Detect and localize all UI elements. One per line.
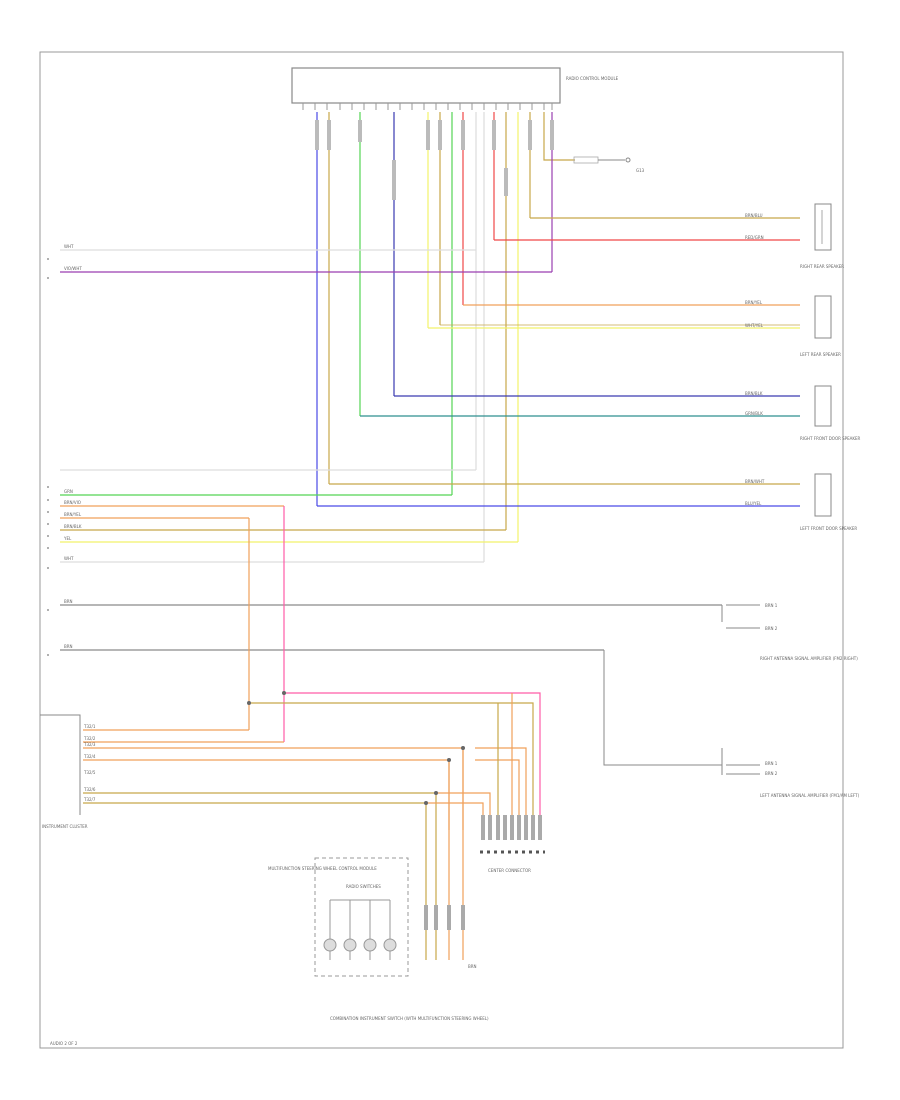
ra-wire-2: BRN 2 <box>765 626 778 631</box>
ic-pin-3: T32/3 <box>83 742 96 747</box>
left-edge-labels: WHT VIO/WHT GRN BRN/VIO BRN/YEL BRN/BLK … <box>63 244 82 649</box>
center-connector-label: CENTER CONNECTOR <box>488 868 531 873</box>
left-antenna-circuit: BRN 1 BRN 2 LEFT ANTENNA SIGNAL AMPLIFIE… <box>603 650 860 798</box>
page-ref: AUDIO 2 OF 2 <box>50 1041 78 1046</box>
ic-pin-1: T32/1 <box>83 724 96 729</box>
center-connector: CENTER CONNECTOR <box>480 815 545 873</box>
left-front-speaker-icon <box>814 473 832 517</box>
la-wire-1: BRN 1 <box>765 761 778 766</box>
ic-pin-7: T32/7 <box>83 797 96 802</box>
lr-minus-label: WHT/YEL <box>745 323 764 328</box>
rf-plus-label: BRN/BLK <box>745 391 763 396</box>
rf-minus-label: GRN/BLK <box>745 411 763 416</box>
la-wire-2: BRN 2 <box>765 771 778 776</box>
right-antenna-label: RIGHT ANTENNA SIGNAL AMPLIFIER (FM2 RIGH… <box>760 656 858 661</box>
radio-ground-label: G13 <box>636 168 645 173</box>
left-wire-9: BRN <box>64 599 73 604</box>
radio-wire-codes <box>315 120 554 200</box>
lf-minus-label: BLU/YEL <box>745 501 762 506</box>
left-wire-6: BRN/BLK <box>64 524 82 529</box>
left-rear-speaker-icon <box>814 295 832 339</box>
left-wire-2: VIO/WHT <box>64 266 82 271</box>
splice-dots <box>247 691 465 805</box>
ground-note: BRN <box>468 964 477 969</box>
instrument-cluster-label: INSTRUMENT CLUSTER <box>42 824 88 829</box>
steering-switch-label: MULTIFUNCTION STEERING WHEEL CONTROL MOD… <box>268 866 377 871</box>
left-front-speaker-label: LEFT FRONT DOOR SPEAKER <box>800 526 857 531</box>
ic-pin-6: T32/6 <box>83 787 96 792</box>
rr-plus-label: BRN/BLU <box>745 213 763 218</box>
ic-pin-2: T32/2 <box>83 736 96 741</box>
cluster-bus-wires <box>83 506 541 960</box>
radio-label: RADIO CONTROL MODULE <box>566 76 619 81</box>
left-wire-3: GRN <box>64 489 73 494</box>
lf-plus-label: BRN/WHT <box>745 479 765 484</box>
right-front-speaker-circuit: BRN/BLK GRN/BLK RIGHT FRONT DOOR SPEAKER <box>360 385 861 441</box>
radio-module: RADIO CONTROL MODULE <box>291 67 619 110</box>
left-wire-8: WHT <box>64 556 74 561</box>
left-antenna-label: LEFT ANTENNA SIGNAL AMPLIFIER (FM1/AM LE… <box>760 793 860 798</box>
left-wire-1: WHT <box>64 244 74 249</box>
steering-switch-sub: RADIO SWITCHES <box>346 884 381 889</box>
left-wire-7: YEL <box>63 536 72 541</box>
lr-plus-label: BRN/YEL <box>745 300 763 305</box>
right-rear-speaker-circuit: BRN/BLU RED/GRN RIGHT REAR SPEAKER <box>494 203 844 269</box>
ra-wire-1: BRN 1 <box>765 603 778 608</box>
right-rear-speaker-label: RIGHT REAR SPEAKER <box>800 264 844 269</box>
left-edge-pin-markers <box>47 258 49 656</box>
left-wire-5: BRN/YEL <box>64 512 82 517</box>
left-wire-4: BRN/VIO <box>64 500 81 505</box>
radio-ground: G13 <box>543 112 645 173</box>
left-front-speaker-circuit: BRN/WHT BLU/YEL LEFT FRONT DOOR SPEAKER <box>317 473 857 531</box>
left-wire-10: BRN <box>64 644 73 649</box>
instrument-cluster: T32/1 T32/2 T32/3 T32/4 T32/5 T32/6 T32/… <box>40 714 96 829</box>
ic-pin-5: T32/5 <box>83 770 96 775</box>
right-antenna-circuit: BRN 1 BRN 2 RIGHT ANTENNA SIGNAL AMPLIFI… <box>721 603 858 661</box>
left-edge-wires <box>60 249 722 651</box>
diagram-frame <box>39 51 844 1049</box>
right-front-speaker-icon <box>814 385 832 427</box>
footer-label: COMBINATION INSTRUMENT SWITCH (WITH MULT… <box>330 1016 489 1021</box>
right-rear-speaker-icon <box>814 203 832 251</box>
ic-pin-4: T32/4 <box>83 754 96 759</box>
left-rear-speaker-circuit: BRN/YEL WHT/YEL LEFT REAR SPEAKER <box>428 295 841 357</box>
steering-switch-module: RADIO SWITCHES MULTIFUNCTION STEERING WH… <box>268 857 477 977</box>
right-front-speaker-label: RIGHT FRONT DOOR SPEAKER <box>800 436 861 441</box>
rr-minus-label: RED/GRN <box>745 235 764 240</box>
left-rear-speaker-label: LEFT REAR SPEAKER <box>800 352 841 357</box>
